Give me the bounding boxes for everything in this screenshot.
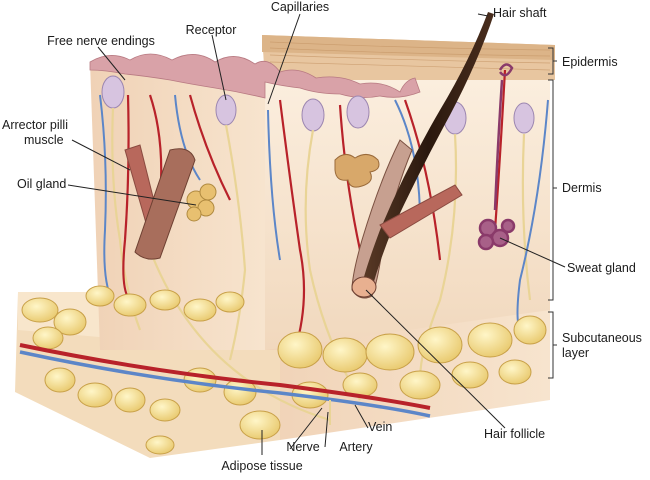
label-artery: Artery	[339, 440, 373, 454]
label-hair-shaft: Hair shaft	[493, 6, 547, 20]
leader-lines	[67, 13, 566, 455]
sweat-gland-coil	[477, 63, 516, 251]
label-arrector-pilli-line2: muscle	[24, 133, 64, 147]
label-subcutaneous-line1: Subcutaneous	[562, 331, 642, 345]
label-arrector-pilli-line1: Arrector pilli	[2, 118, 68, 132]
layer-brackets	[548, 47, 557, 379]
label-adipose-tissue: Adipose tissue	[221, 459, 303, 473]
label-epidermis: Epidermis	[562, 55, 618, 69]
label-sweat-gland: Sweat gland	[567, 261, 636, 275]
hair-follicle-left	[134, 148, 196, 260]
label-hair-follicle: Hair follicle	[484, 427, 546, 441]
label-oil-gland: Oil gland	[17, 177, 67, 191]
label-subcutaneous-line2: layer	[562, 346, 590, 360]
deep-vessels	[19, 343, 431, 425]
label-vein: Vein	[368, 420, 393, 434]
label-dermis: Dermis	[562, 181, 602, 195]
epidermis-surface	[89, 53, 421, 99]
arrector-pilli-muscle-center	[379, 184, 463, 239]
adipose-tissue-lobules	[21, 285, 547, 455]
label-receptor: Receptor	[185, 23, 237, 37]
oil-gland-center	[334, 154, 380, 188]
label-capillaries: Capillaries	[270, 0, 330, 14]
label-nerve: Nerve	[286, 440, 320, 454]
label-free-nerve-endings: Free nerve endings	[47, 34, 155, 48]
